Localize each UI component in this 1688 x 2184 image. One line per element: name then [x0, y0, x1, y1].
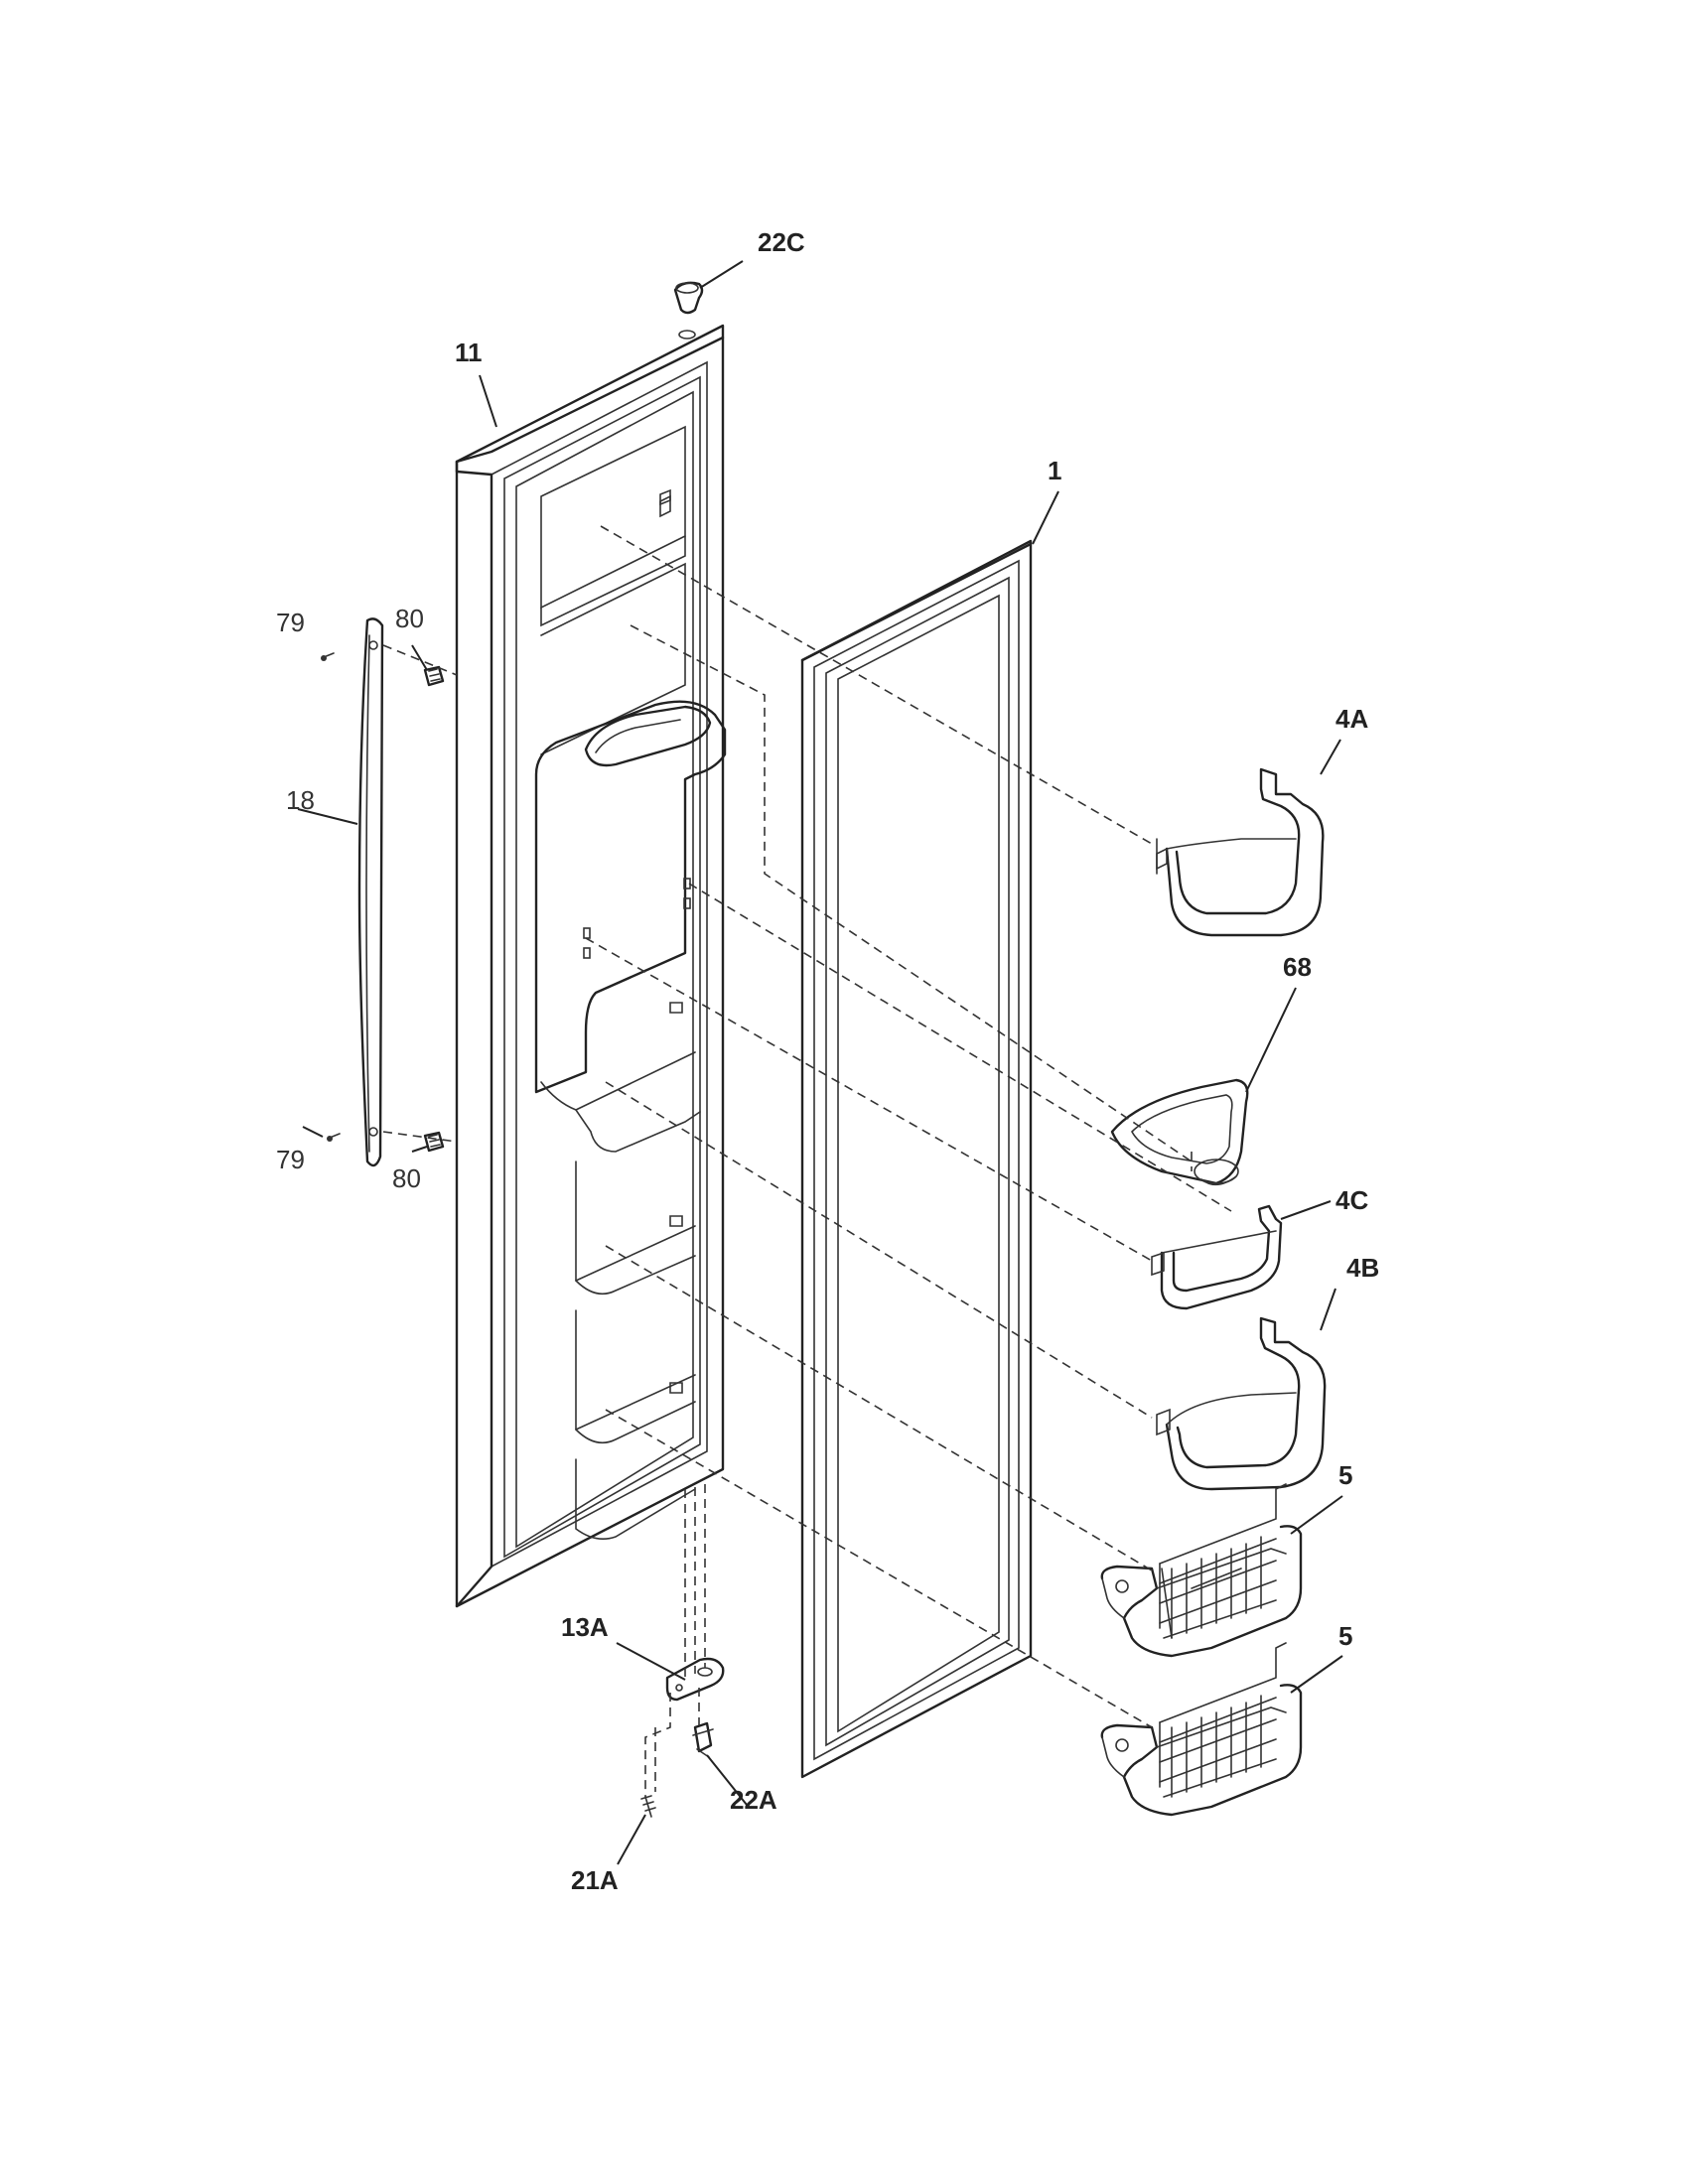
screw-part-79-top: [321, 652, 335, 661]
screw-part-21a: [640, 1795, 656, 1818]
label-4a: 4A: [1336, 704, 1368, 734]
label-22c: 22C: [758, 227, 805, 257]
door-handle-part-18: [357, 617, 384, 1167]
label-4b: 4B: [1346, 1253, 1379, 1283]
label-21a: 21A: [571, 1865, 619, 1895]
label-13a: 13A: [561, 1612, 609, 1642]
label-5-top: 5: [1338, 1460, 1352, 1490]
label-22a: 22A: [730, 1785, 777, 1815]
label-1: 1: [1048, 456, 1061, 485]
label-4c: 4C: [1336, 1185, 1368, 1215]
bushing-part-22a: [692, 1721, 714, 1758]
label-80-bottom: 80: [392, 1163, 421, 1193]
door-bin-part-4b: [1156, 1316, 1327, 1491]
stud-part-80-top: [423, 665, 445, 687]
part-labels: 22C 11 1 79 80 18 4A 68 79 80 4C 4B 5 5 …: [276, 227, 1379, 1895]
screw-part-79-bottom: [327, 1133, 341, 1142]
door-gasket-part-1: [800, 539, 1033, 1779]
ice-bucket-part-68: [1110, 1078, 1249, 1186]
hinge-part-13a: [665, 1657, 725, 1702]
alignment-lines: [382, 525, 1232, 1797]
label-18: 18: [286, 785, 315, 815]
plug-part-22c: [673, 281, 704, 340]
stud-part-80-bottom: [423, 1131, 445, 1153]
label-5-bottom: 5: [1338, 1621, 1352, 1651]
label-11: 11: [455, 338, 483, 367]
door-bin-part-4c: [1151, 1204, 1283, 1310]
label-80-top: 80: [395, 604, 424, 633]
leader-lines: [297, 260, 1343, 1865]
door-bin-part-4a: [1156, 767, 1325, 937]
door-panel-part-11: [455, 324, 727, 1608]
wire-basket-part-5-top: [1100, 1483, 1303, 1658]
wire-basket-part-5-bottom: [1100, 1642, 1303, 1817]
label-79-top: 79: [276, 608, 305, 637]
label-68: 68: [1283, 952, 1312, 982]
label-79-bottom: 79: [276, 1145, 305, 1174]
